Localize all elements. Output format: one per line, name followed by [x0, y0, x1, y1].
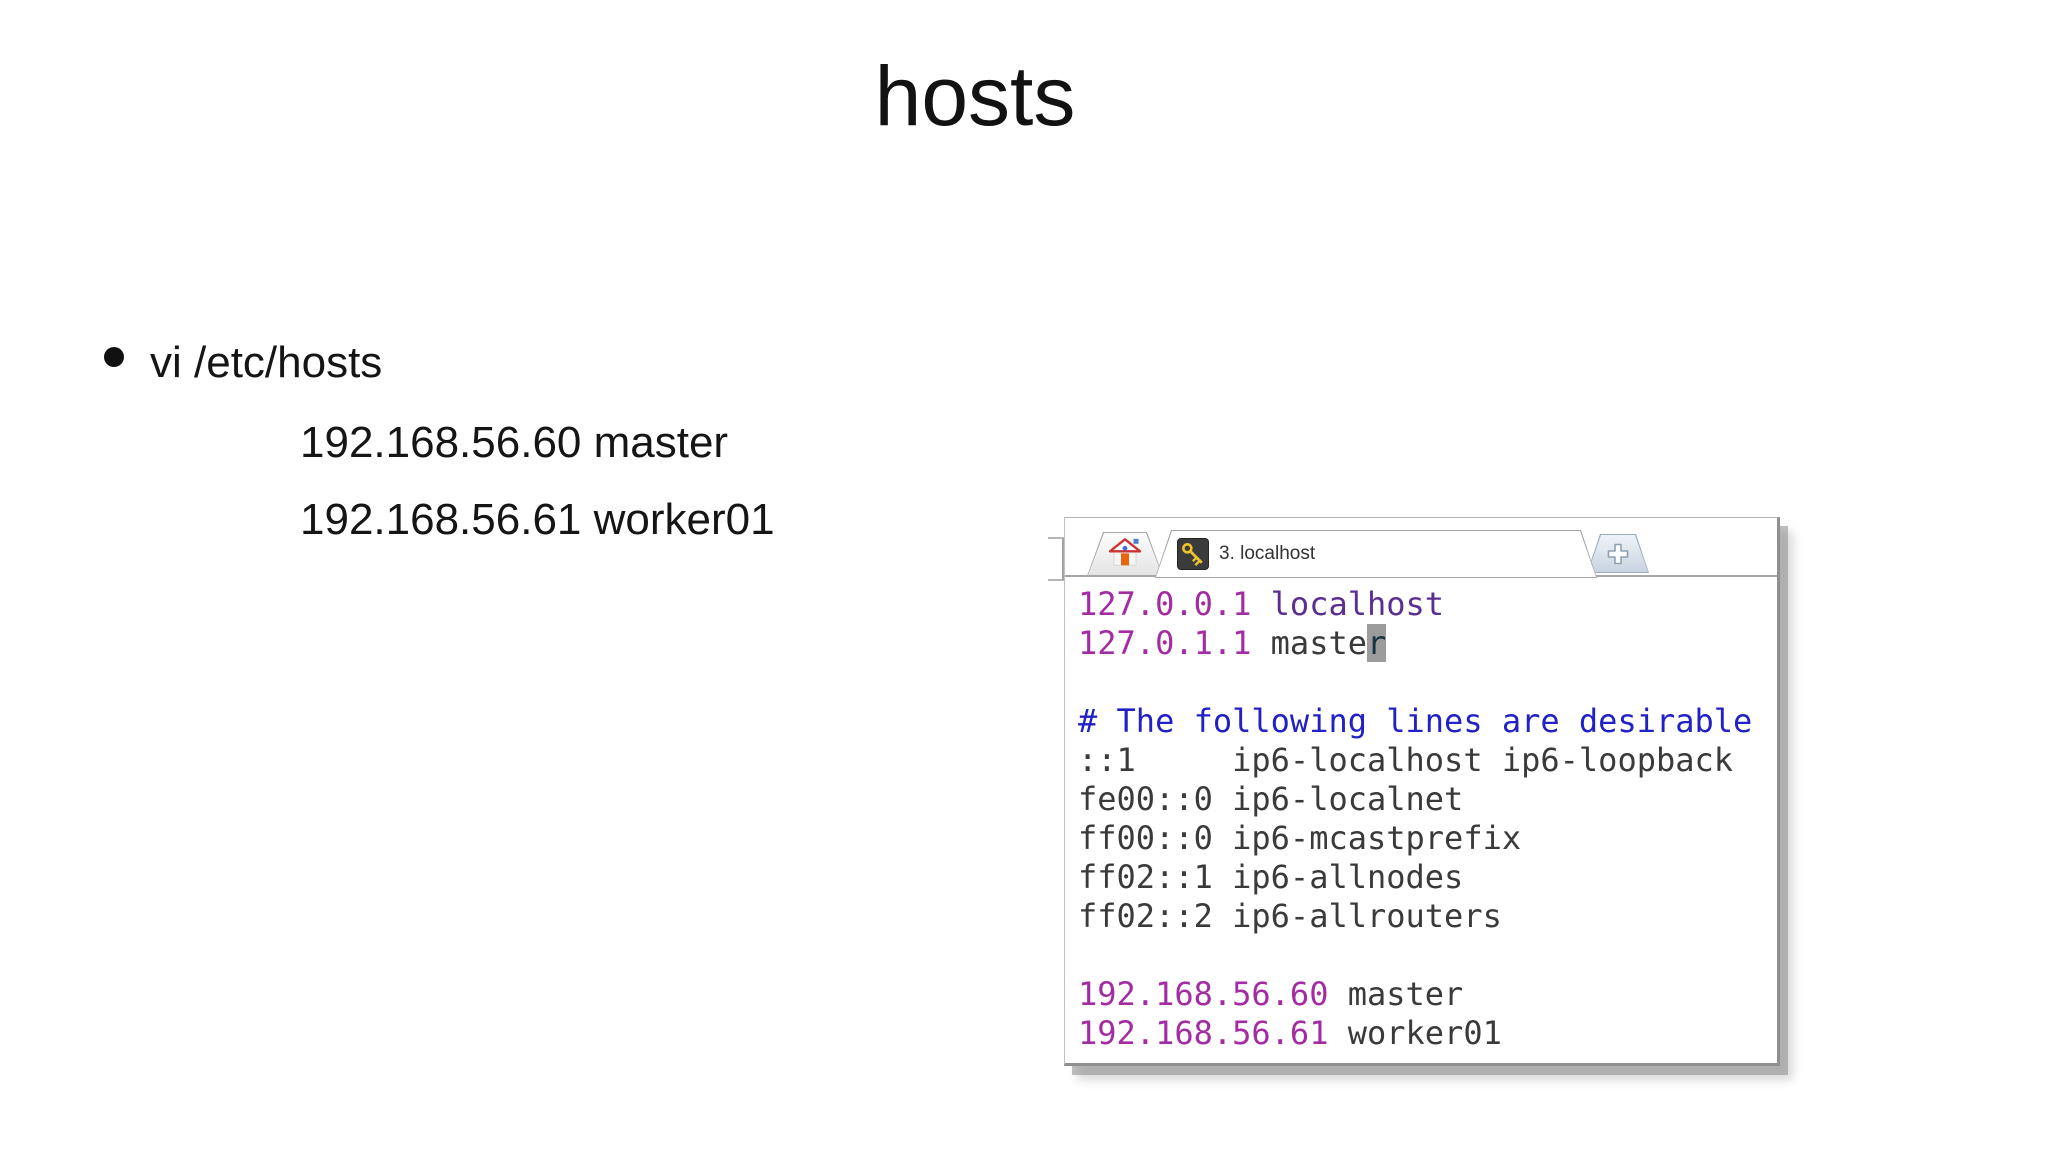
session-tab-localhost[interactable]: 3. localhost — [1155, 530, 1597, 578]
new-tab-button[interactable] — [1587, 534, 1649, 573]
terminal-cursor: r — [1366, 624, 1387, 662]
terminal-text-segment: fe00::0 ip6-localnet — [1078, 780, 1464, 818]
tab-bar: 3. localhost — [1065, 518, 1777, 578]
terminal-text-segment: ff02::1 ip6-allnodes — [1078, 858, 1464, 896]
bullet-marker — [104, 347, 124, 367]
terminal-text-segment: localhost — [1270, 585, 1445, 623]
terminal-line — [1078, 663, 1777, 702]
session-tab-label: 3. localhost — [1219, 543, 1316, 564]
terminal-line: ::1 ip6-localhost ip6-loopback — [1078, 741, 1777, 780]
plus-icon — [1607, 543, 1629, 564]
bullet-subline-master: 192.168.56.60 master — [300, 418, 729, 467]
terminal-text-segment: # The following lines are desirable — [1078, 702, 1753, 740]
terminal-text-segment: 127.0.1.1 — [1078, 624, 1271, 662]
terminal-text-segment: 192.168.56.60 — [1078, 975, 1348, 1013]
terminal-text-segment: ff00::0 ip6-mcastprefix — [1078, 819, 1522, 857]
session-tab-fill — [1156, 531, 1596, 577]
bullet-item-command: vi /etc/hosts — [150, 338, 383, 387]
terminal-text-segment: 127.0.0.1 — [1078, 585, 1271, 623]
terminal-line — [1078, 936, 1777, 975]
home-tab[interactable] — [1087, 532, 1163, 576]
cropped-ui-edge-artifact — [1048, 537, 1064, 581]
terminal-text-segment: maste — [1270, 624, 1367, 662]
terminal-line: 192.168.56.61 worker01 — [1078, 1014, 1777, 1053]
terminal-text-segment: 192.168.56.61 — [1078, 1014, 1348, 1052]
terminal-line: ff00::0 ip6-mcastprefix — [1078, 819, 1777, 858]
terminal-line: fe00::0 ip6-localnet — [1078, 780, 1777, 819]
terminal-text-segment: worker01 — [1347, 1014, 1502, 1052]
terminal-line: 192.168.56.60 master — [1078, 975, 1777, 1014]
terminal-line: ff02::2 ip6-allrouters — [1078, 897, 1777, 936]
terminal-text-segment: master — [1347, 975, 1464, 1013]
terminal-text-segment: ff02::2 ip6-allrouters — [1078, 897, 1502, 935]
home-icon — [1108, 538, 1142, 566]
terminal-text-segment: ::1 ip6-localhost ip6-loopback — [1078, 741, 1734, 779]
terminal-line: 127.0.0.1 localhost — [1078, 585, 1777, 624]
page-title: hosts — [874, 49, 1076, 143]
ssh-key-icon — [1177, 538, 1209, 570]
bullet-subline-worker: 192.168.56.61 worker01 — [300, 495, 775, 544]
terminal-line: 127.0.1.1 master — [1078, 624, 1777, 663]
terminal-line: ff02::1 ip6-allnodes — [1078, 858, 1777, 897]
terminal-line: # The following lines are desirable — [1078, 702, 1777, 741]
